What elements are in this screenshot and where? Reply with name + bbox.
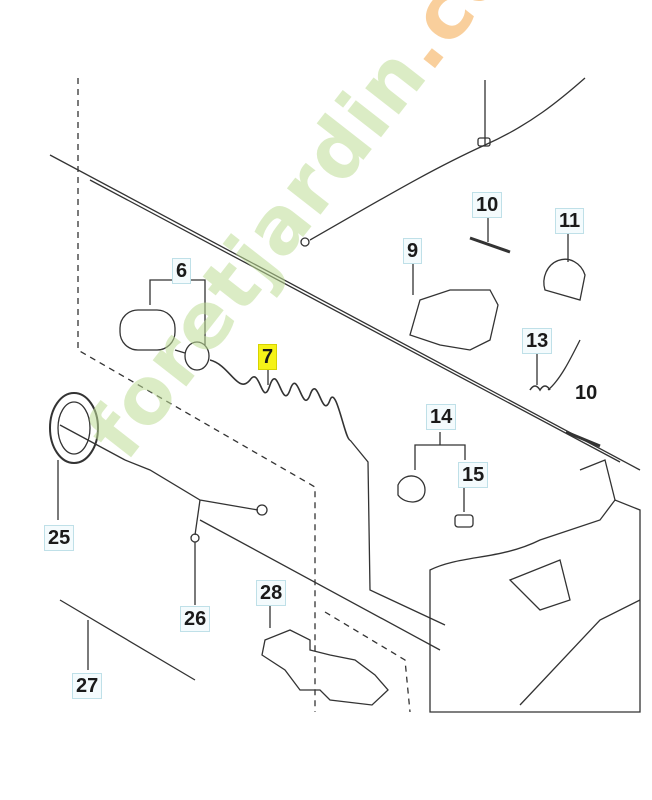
part-label-28: 28 (256, 580, 287, 606)
outline-line (89, 179, 621, 463)
part-label-7: 7 (258, 344, 278, 370)
adjuster-wheel (543, 258, 586, 301)
part-label-27: 27 (72, 673, 103, 699)
housing-detail (508, 559, 571, 611)
washer (184, 341, 210, 371)
part-label-11: 11 (555, 208, 585, 234)
housing-detail (519, 599, 641, 706)
plug (454, 514, 474, 528)
engine-housing (429, 499, 641, 713)
fork-end (190, 533, 200, 543)
spring (209, 359, 351, 441)
dashed-boundary (77, 78, 316, 712)
filter-cylinder (119, 309, 176, 351)
part-label-15: 15 (458, 462, 489, 488)
fork-end (256, 504, 268, 516)
leader-line (149, 279, 206, 345)
part-label-10-bottom: 10 (575, 382, 598, 404)
throttle-cable (309, 77, 586, 241)
pin (469, 236, 511, 254)
outline-line (199, 519, 441, 651)
grommet (397, 475, 426, 503)
cable-clamp (477, 137, 491, 147)
pin (565, 430, 601, 448)
fuel-cap (49, 392, 99, 464)
dashed-boundary (324, 611, 411, 713)
mounting-plate (261, 629, 389, 706)
part-label-6: 6 (172, 258, 192, 284)
small-spring (529, 385, 551, 392)
part-label-9: 9 (403, 238, 423, 264)
connector (174, 349, 186, 354)
part-label-13: 13 (522, 328, 553, 354)
part-label-14: 14 (426, 404, 457, 430)
throttle-bracket (409, 289, 499, 351)
cap-cord (59, 424, 126, 461)
fork-cable (124, 459, 259, 511)
fuel-cap-inner (57, 401, 91, 455)
outline-line (49, 154, 641, 471)
housing-detail (579, 459, 616, 501)
part-label-25: 25 (44, 525, 75, 551)
cable-end (300, 237, 310, 247)
outline-line (59, 599, 196, 681)
fork-arm (194, 499, 201, 536)
fuel-line (349, 439, 446, 626)
part-label-26: 26 (180, 606, 211, 632)
part-label-10-top: 10 (472, 192, 503, 218)
wire (547, 339, 581, 391)
